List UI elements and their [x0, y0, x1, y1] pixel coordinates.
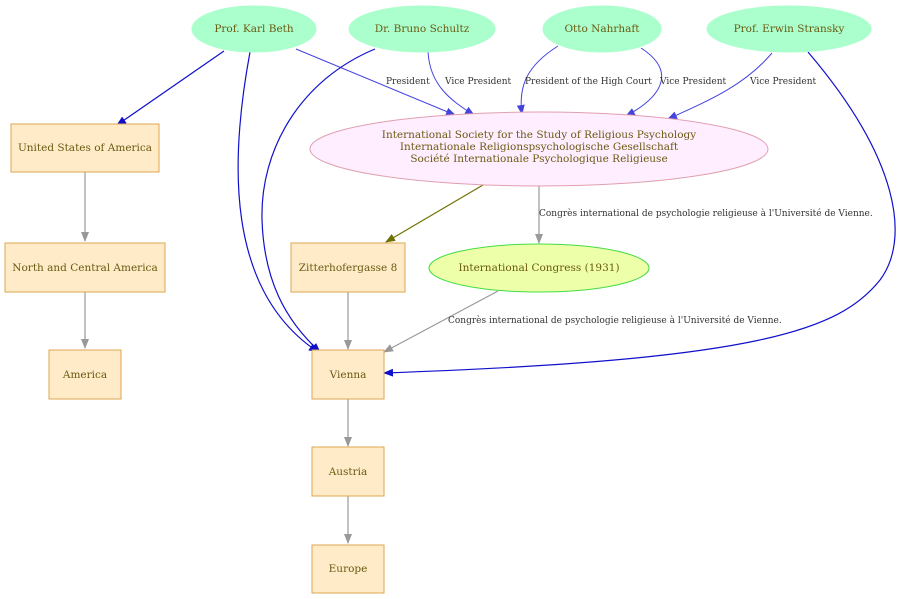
node-label: Otto Nahrhaft — [564, 23, 640, 35]
node-otto-nahrhaft[interactable]: Otto Nahrhaft — [542, 5, 662, 53]
label-president-high-court: President of the High Court — [525, 77, 652, 87]
label-vice-president-stransky: Vice President — [749, 77, 817, 87]
edge-nahrhaft-society-1 — [516, 45, 559, 115]
edges — [81, 45, 896, 544]
label-congress-vienna: Congrès international de psychologie rel… — [448, 315, 782, 326]
label-president: President — [386, 77, 430, 87]
node-label: North and Central America — [12, 262, 157, 274]
node-label: Austria — [328, 466, 368, 478]
label-congress-link: Congrès international de psychologie rel… — [539, 208, 873, 219]
node-label: International Congress (1931) — [458, 262, 619, 274]
edge-society-zitterhofergasse — [385, 184, 484, 243]
label-vice-president-schultz: Vice President — [444, 77, 512, 87]
label-vice-president-nahrhaft: Vice President — [659, 77, 727, 87]
edge-schultz-vienna — [261, 48, 376, 353]
node-congress[interactable]: International Congress (1931) — [428, 243, 650, 293]
society-name-fr: Société Internationale Psychologique Rel… — [410, 153, 667, 165]
edge-schultz-society — [427, 51, 475, 116]
edge-nahrhaft-society-2 — [625, 47, 662, 117]
node-karl-beth[interactable]: Prof. Karl Beth — [191, 5, 317, 53]
edge-labels: President Vice President President of th… — [386, 77, 873, 326]
node-usa[interactable]: United States of America — [10, 123, 160, 173]
node-label: Europe — [329, 563, 368, 575]
node-bruno-schultz[interactable]: Dr. Bruno Schultz — [348, 5, 496, 53]
node-label: America — [62, 369, 107, 381]
society-name-de: Internationale Religionspsychologische G… — [400, 141, 679, 153]
society-name-en: International Society for the Study of R… — [382, 129, 696, 141]
edge-beth-usa — [116, 50, 225, 126]
place-nodes: United States of America North and Centr… — [4, 123, 406, 594]
edge-stransky-society — [667, 52, 773, 120]
node-north-central-america[interactable]: North and Central America — [4, 242, 166, 293]
edge-congress-vienna — [383, 290, 499, 353]
node-vienna[interactable]: Vienna — [311, 349, 385, 400]
node-label: United States of America — [18, 142, 152, 154]
node-europe[interactable]: Europe — [311, 544, 385, 594]
node-erwin-stransky[interactable]: Prof. Erwin Stransky — [706, 5, 872, 53]
node-label: Prof. Karl Beth — [214, 23, 294, 35]
edge-stransky-vienna — [383, 51, 896, 377]
edge-beth-society — [295, 48, 456, 116]
node-label: Vienna — [329, 369, 367, 381]
node-label: Prof. Erwin Stransky — [734, 23, 845, 35]
node-zitterhofergasse[interactable]: Zitterhofergasse 8 — [290, 242, 406, 293]
person-nodes: Prof. Karl Beth Dr. Bruno Schultz Otto N… — [191, 5, 872, 53]
edge-beth-vienna — [237, 51, 319, 353]
node-label: Dr. Bruno Schultz — [375, 23, 470, 35]
node-austria[interactable]: Austria — [311, 446, 385, 497]
node-america[interactable]: America — [48, 349, 122, 400]
node-label: Zitterhofergasse 8 — [299, 262, 398, 274]
node-society[interactable]: International Society for the Study of R… — [309, 111, 769, 187]
